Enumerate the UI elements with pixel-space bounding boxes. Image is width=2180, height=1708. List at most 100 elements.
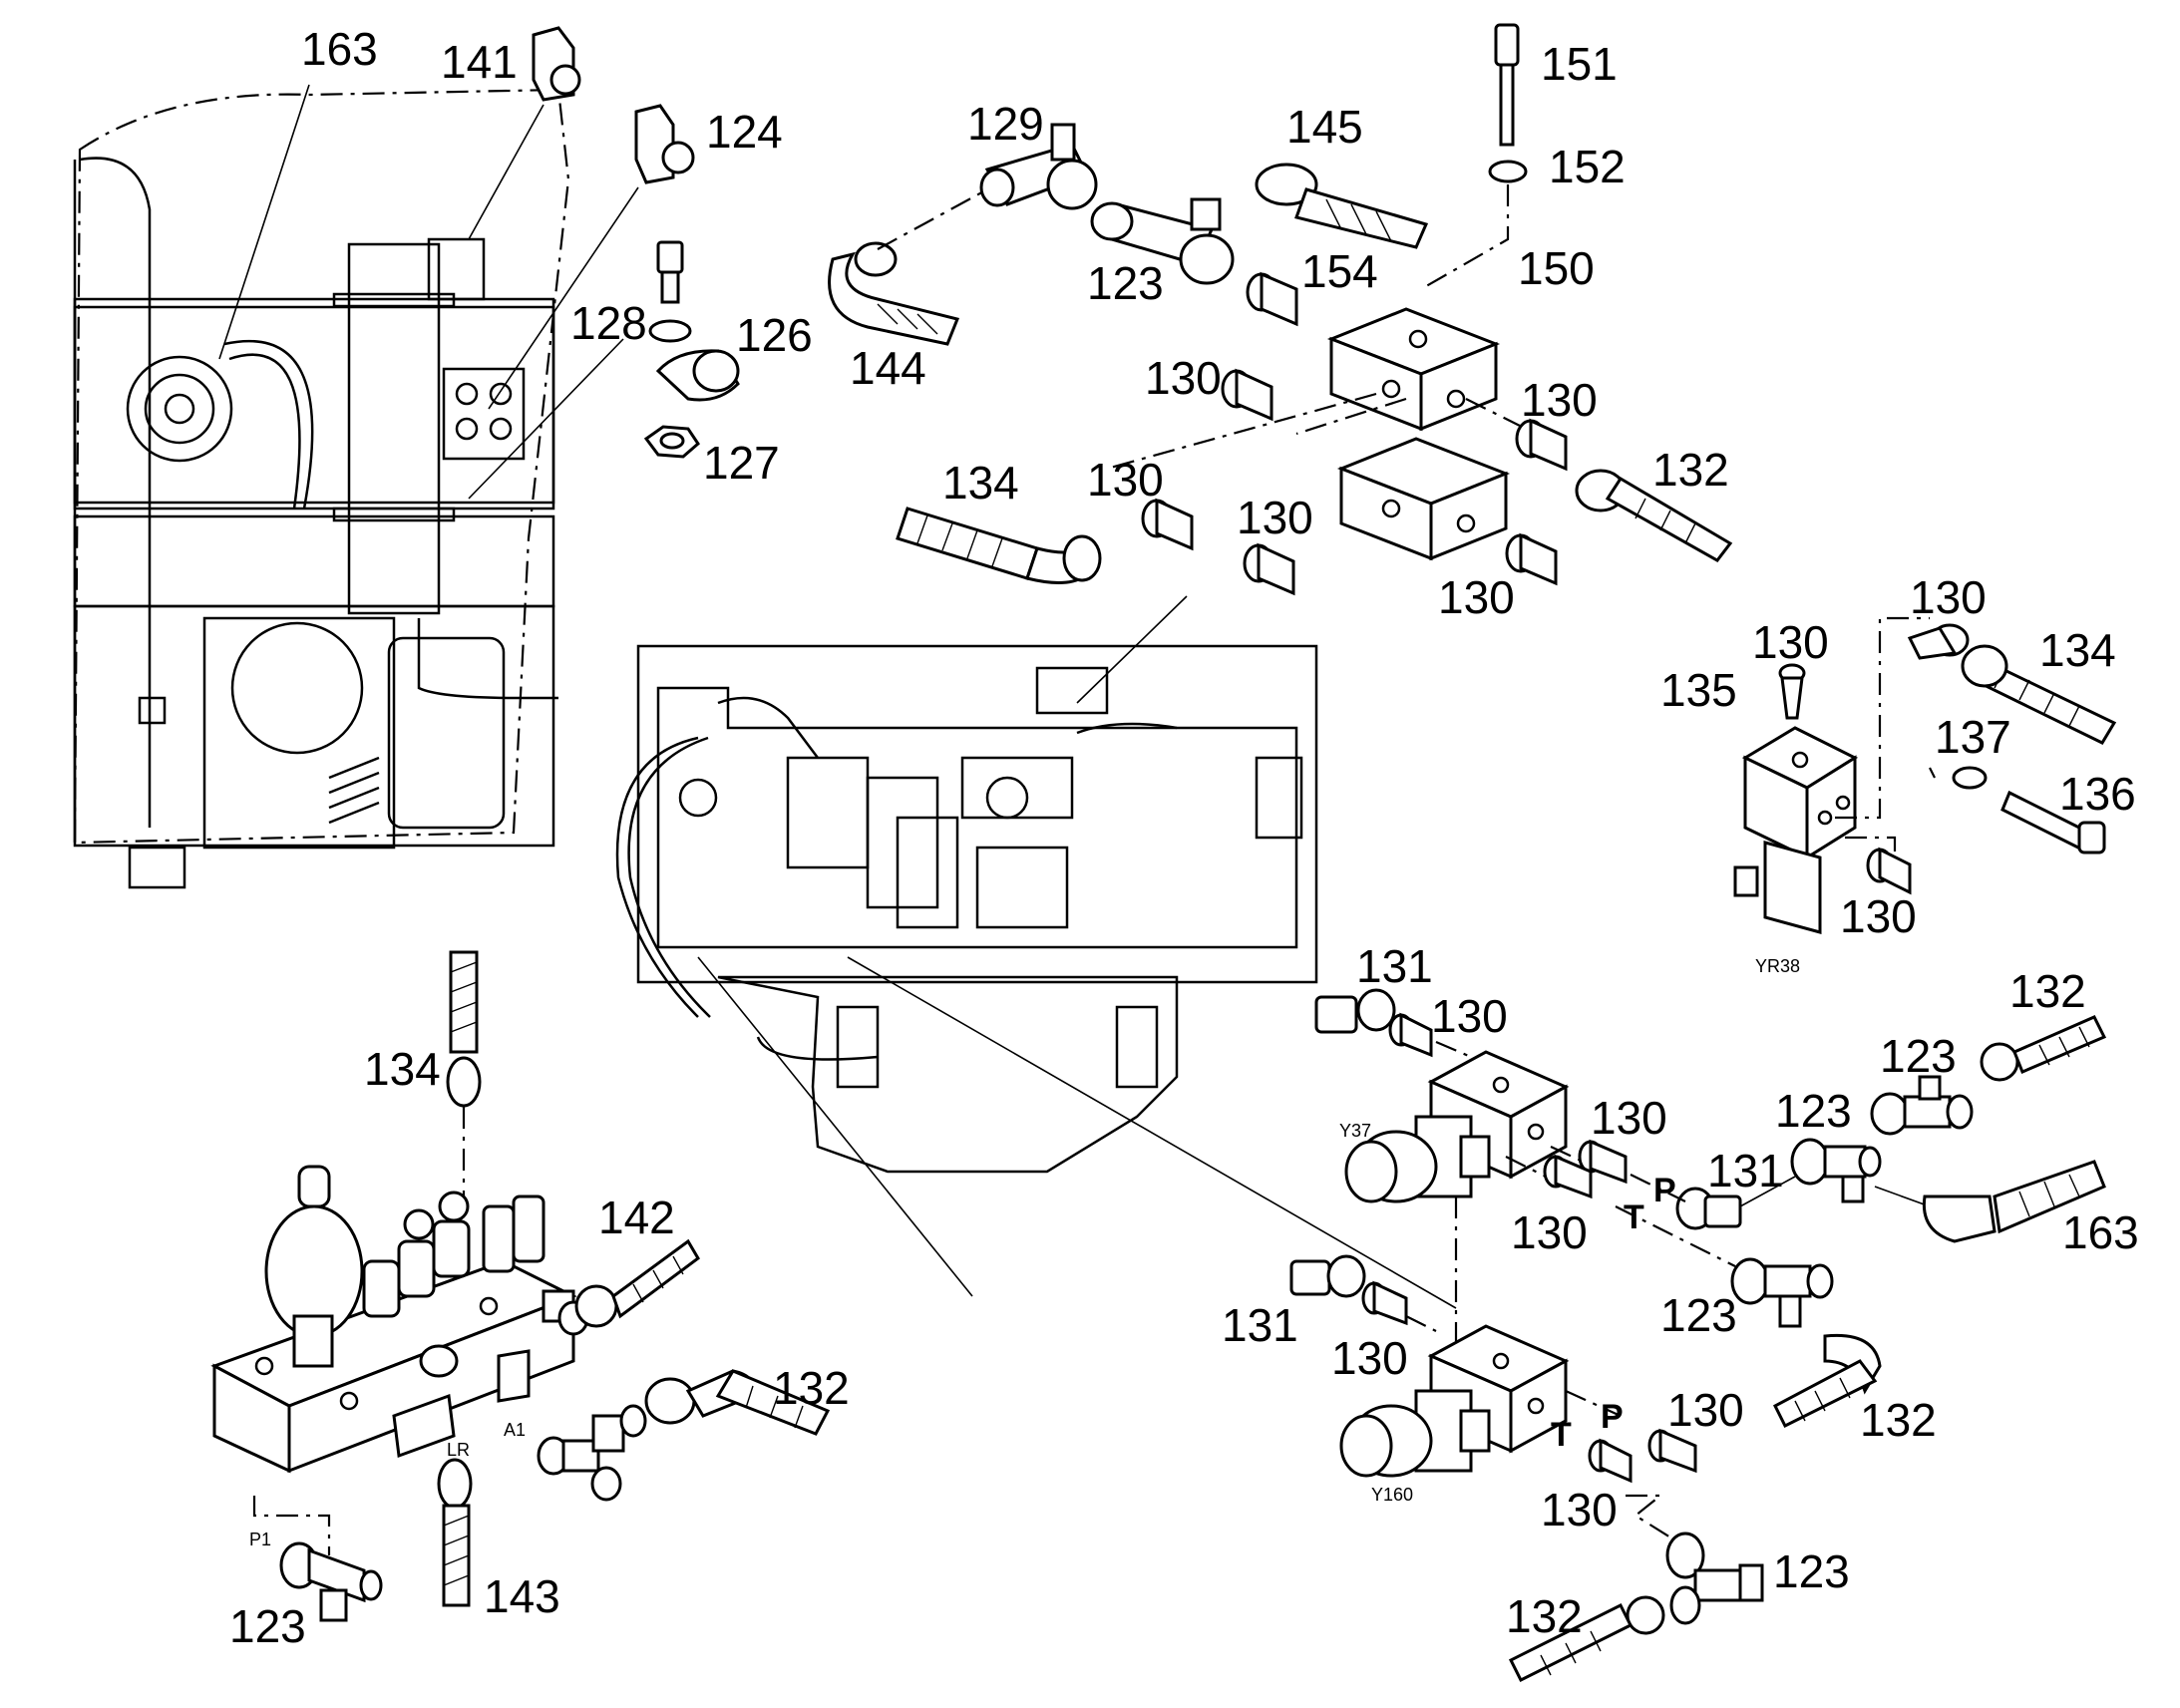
part-134-hose-vertical xyxy=(446,950,482,1108)
callout-128: 128 xyxy=(570,297,647,349)
valve-y160 xyxy=(1339,1324,1570,1478)
callout-132-e: 132 xyxy=(1506,1590,1583,1642)
part-131-elbow-lower xyxy=(1289,1254,1366,1298)
leader-p-lower xyxy=(1565,1389,1622,1418)
callout-123-d: 123 xyxy=(1660,1289,1737,1341)
part-131-elbow-right xyxy=(1675,1187,1742,1230)
callout-129: 129 xyxy=(967,98,1044,150)
callout-152: 152 xyxy=(1549,141,1626,192)
callout-130-i: 130 xyxy=(1431,990,1508,1042)
fittings-130-y37 xyxy=(1543,1139,1628,1199)
callout-130-m: 130 xyxy=(1667,1384,1744,1436)
callout-132-c: 132 xyxy=(773,1362,850,1414)
callout-163-b: 163 xyxy=(2062,1206,2139,1258)
callout-134-b: 134 xyxy=(2039,624,2116,676)
part-131-elbow-upper xyxy=(1314,988,1396,1034)
part-123-tee-mid-left xyxy=(537,1404,647,1502)
part-142-hose xyxy=(574,1238,700,1328)
part-130-yr38-top xyxy=(1778,663,1806,720)
callout-150: 150 xyxy=(1518,242,1595,294)
callout-132-b: 132 xyxy=(2009,965,2086,1017)
callout-130-j: 130 xyxy=(1591,1092,1667,1144)
leader-137 xyxy=(1929,767,1936,779)
leader-124 xyxy=(488,186,639,410)
callout-123-f: 123 xyxy=(229,1600,306,1652)
callout-142: 142 xyxy=(598,1192,675,1243)
callout-141: 141 xyxy=(441,36,518,88)
part-144-hose xyxy=(828,241,960,346)
leader-128 xyxy=(468,338,624,500)
leader-lower-tee xyxy=(1626,1494,1676,1541)
part-129-tee-fitting xyxy=(979,123,1098,210)
leader-130-right xyxy=(1465,398,1527,430)
leader-131-upper xyxy=(1435,1040,1472,1059)
callout-130-h: 130 xyxy=(1840,890,1917,942)
label-y160: Y160 xyxy=(1371,1485,1413,1505)
callout-130-b: 130 xyxy=(1521,374,1598,426)
part-126-clamp xyxy=(655,349,740,402)
part-154-adapter xyxy=(1246,271,1298,327)
callout-123-c: 123 xyxy=(1775,1085,1852,1137)
part-132-hose-lower-right xyxy=(1773,1333,1882,1429)
part-145-elbow-hose xyxy=(1255,163,1429,249)
leader-135-top xyxy=(1835,616,1930,820)
callout-134-a: 134 xyxy=(942,457,1019,509)
callouts: 163 141 124 128 126 127 129 145 151 152 … xyxy=(229,23,2139,1652)
leader-block-link xyxy=(1295,397,1407,436)
leader-131-lower xyxy=(1405,1315,1437,1332)
leader-center-right xyxy=(847,956,1457,1309)
label-yr38: YR38 xyxy=(1755,956,1800,976)
part-127-nut xyxy=(643,425,700,459)
leader-130-block xyxy=(1106,392,1377,471)
callout-123-e: 123 xyxy=(1773,1545,1850,1597)
callout-131-c: 131 xyxy=(1222,1299,1298,1351)
part-128-bolt xyxy=(648,240,692,343)
callout-163-a: 163 xyxy=(301,23,378,75)
fittings-130-y160 xyxy=(1588,1428,1697,1484)
callout-124: 124 xyxy=(706,106,783,158)
callout-130-c: 130 xyxy=(1087,454,1164,506)
callout-145: 145 xyxy=(1286,101,1363,153)
valve-y37 xyxy=(1344,1050,1570,1203)
part-132-hose-bottom xyxy=(1508,1595,1665,1683)
callout-126: 126 xyxy=(736,309,813,361)
manifold-assembly xyxy=(210,1165,589,1474)
leader-p1 xyxy=(252,1496,331,1555)
part-141-elbow-fitting xyxy=(532,26,581,102)
part-150-manifold-block-upper xyxy=(1326,307,1501,432)
callout-132-a: 132 xyxy=(1652,444,1729,496)
callout-134-c: 134 xyxy=(364,1043,441,1095)
callout-130-n: 130 xyxy=(1541,1484,1618,1536)
callout-130-f: 130 xyxy=(1910,571,1987,623)
callout-137: 137 xyxy=(1935,711,2011,763)
label-lr: LR xyxy=(447,1440,470,1460)
callout-135: 135 xyxy=(1660,664,1737,716)
part-130-lower-left xyxy=(1361,1280,1408,1326)
callout-136: 136 xyxy=(2059,768,2136,820)
leader-150-center xyxy=(1076,595,1188,704)
machine-frame-view xyxy=(73,88,570,889)
callout-143: 143 xyxy=(484,1570,560,1622)
leader-141 xyxy=(468,104,545,240)
leader-144 xyxy=(877,188,988,250)
port-label-p-lower: P xyxy=(1601,1398,1624,1436)
callout-123-b: 123 xyxy=(1880,1030,1957,1082)
label-a1: A1 xyxy=(504,1420,526,1440)
leader-center-left xyxy=(697,956,973,1297)
callout-154: 154 xyxy=(1301,245,1378,297)
part-123-tee-bottom xyxy=(1665,1532,1764,1625)
callout-130-a: 130 xyxy=(1145,352,1222,404)
part-123-tee-bottom-left xyxy=(279,1541,383,1622)
part-134-hose-top xyxy=(896,507,1102,584)
part-132-hose-top xyxy=(1575,469,1733,562)
callout-127: 127 xyxy=(703,437,780,489)
part-123-tee-fitting-top xyxy=(1090,197,1235,285)
callout-151: 151 xyxy=(1541,38,1618,90)
part-137-washer xyxy=(1952,766,1988,790)
part-123-tee-lower-right xyxy=(1730,1257,1834,1328)
machine-assembly-center xyxy=(615,644,1318,1174)
port-label-t-lower: T xyxy=(1551,1416,1572,1454)
part-130-upper-left xyxy=(1388,1012,1433,1058)
callout-130-k: 130 xyxy=(1511,1206,1588,1258)
